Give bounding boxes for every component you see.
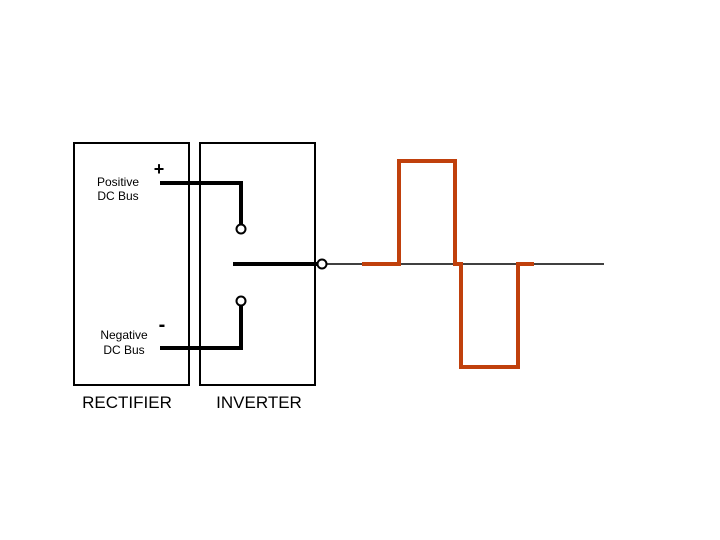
positive-sign: +: [154, 159, 165, 179]
positive-bus-label-line1: Positive: [97, 175, 139, 189]
output-square-waveform: [362, 159, 534, 369]
output-terminal: [316, 258, 328, 270]
positive-bus-label-line2: DC Bus: [97, 189, 138, 203]
negative-bus-label-line1: Negative: [100, 328, 148, 342]
negative-bus-wire: [160, 306, 243, 350]
upper-switch-contact: [235, 223, 247, 235]
negative-bus-label-line2: DC Bus: [103, 343, 144, 357]
rectifier-label: RECTIFIER: [82, 393, 172, 412]
lower-switch-contact: [235, 295, 247, 307]
negative-sign: -: [159, 314, 166, 336]
rectifier-box: [73, 142, 190, 386]
inverter-label: INVERTER: [216, 393, 302, 412]
positive-bus-wire: [160, 181, 243, 224]
